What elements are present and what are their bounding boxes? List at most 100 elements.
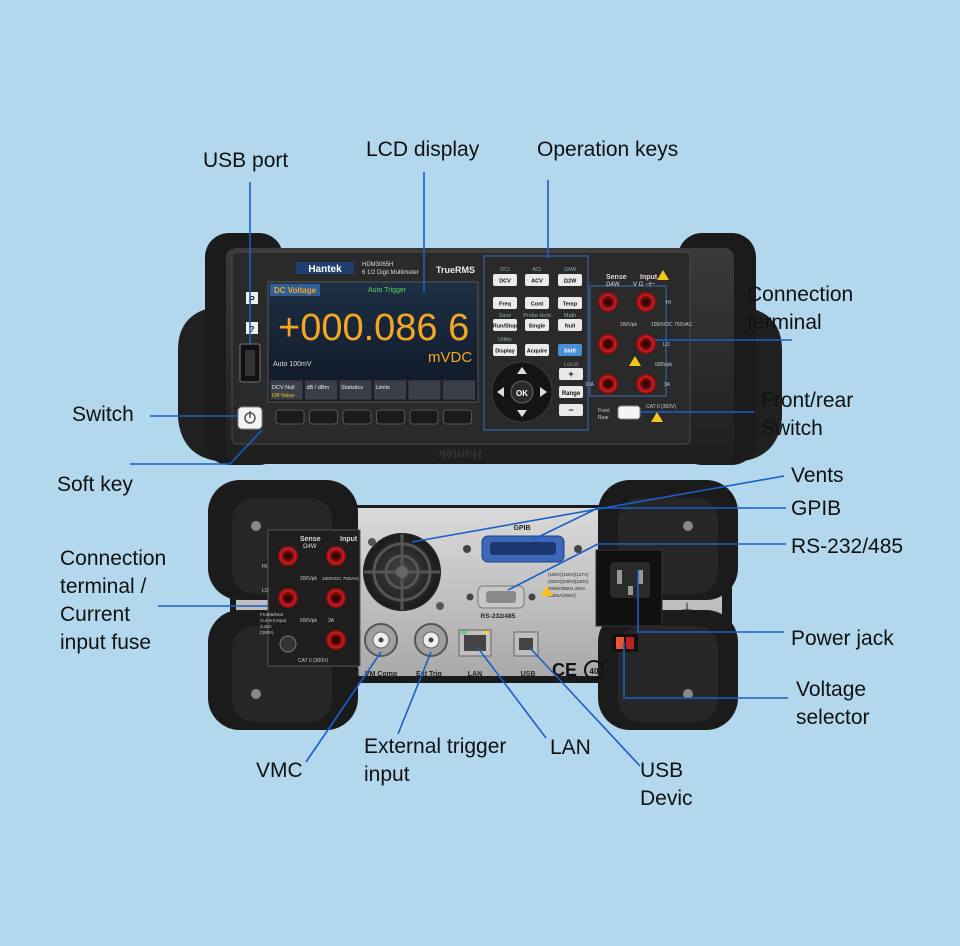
ground-icon: ⏚	[680, 601, 694, 617]
svg-text:HI: HI	[666, 300, 671, 306]
operation-key[interactable]	[493, 297, 517, 309]
minus-button[interactable]	[559, 404, 583, 416]
operation-key[interactable]	[525, 297, 549, 309]
rear-input-lo-jack[interactable]	[326, 588, 346, 608]
input-lo-jack[interactable]	[636, 334, 656, 354]
svg-text:110V: 110V	[640, 655, 652, 661]
operation-keys-panel	[483, 255, 589, 431]
sense-hi-jack[interactable]	[598, 292, 618, 312]
rear-fuse-line: Current Input	[260, 618, 287, 623]
key-header: Save	[499, 313, 512, 319]
operation-key[interactable]	[493, 344, 517, 356]
rear-fuse-holder[interactable]	[279, 635, 297, 653]
callout-ext-trigger: External trigger input	[364, 735, 507, 786]
bottom-logo: Hantek	[438, 447, 482, 462]
callout-power-jack: Power jack	[791, 627, 894, 650]
svg-text:Sense: Sense	[300, 536, 321, 543]
svg-text:CAT II (300V): CAT II (300V)	[298, 658, 328, 664]
lcd-trigger: Auto Trigger	[368, 287, 407, 294]
rear-panel-unit: Sense Ω4W Input HI LO 200Vpk 1000VDC 750…	[208, 480, 738, 730]
operation-key[interactable]	[493, 319, 517, 331]
fuse-spec-line: 50/60/400Hz 25VA	[548, 586, 585, 591]
operation-key[interactable]	[558, 274, 582, 286]
front-rear-switch[interactable]	[617, 405, 641, 420]
key-header: ACI	[532, 267, 542, 273]
input-hi-jack[interactable]	[636, 292, 656, 312]
down-arrow-icon[interactable]	[517, 410, 527, 417]
svg-text:1000VDC 750VAC: 1000VDC 750VAC	[322, 576, 360, 581]
leader-ext-trig	[397, 651, 432, 735]
svg-text:Local: Local	[564, 362, 578, 368]
operation-key[interactable]	[558, 319, 582, 331]
operation-key[interactable]	[525, 344, 549, 356]
input-10a-jack[interactable]	[598, 374, 618, 394]
operation-key[interactable]	[493, 274, 517, 286]
operation-key-label: ACV	[531, 279, 543, 285]
svg-text:LO: LO	[262, 588, 269, 594]
operation-key[interactable]	[525, 319, 549, 331]
right-arrow-icon[interactable]	[540, 387, 547, 397]
key-header: DCI	[500, 267, 510, 273]
operation-key[interactable]	[558, 297, 582, 309]
svg-text:CAT II (300V): CAT II (300V)	[646, 404, 676, 410]
range-button[interactable]	[559, 386, 583, 398]
svg-text:RS-232/485: RS-232/485	[481, 613, 516, 620]
operation-key-label: Cont	[531, 302, 544, 308]
operation-key-label: Shift	[564, 349, 576, 355]
plus-button[interactable]	[559, 368, 583, 380]
callout-switch: Switch	[72, 403, 134, 426]
operation-key-label: Null	[565, 324, 576, 330]
callout-voltage-selector: Voltage selector	[796, 678, 870, 729]
sense-lo-jack[interactable]	[598, 334, 618, 354]
rear-sense-lo-jack[interactable]	[278, 588, 298, 608]
soft-key-button[interactable]	[309, 409, 338, 425]
input-3a-jack[interactable]	[636, 374, 656, 394]
soft-key-button[interactable]	[342, 409, 372, 425]
leader-lan	[477, 647, 547, 739]
ce-mark: CE	[552, 660, 577, 680]
operation-key[interactable]	[525, 274, 549, 286]
callout-front-rear-switch: Front/rear Switch	[761, 389, 854, 440]
model-subtitle: 6 1/2 Digit Multimeter	[362, 270, 419, 276]
connection-terminal-box	[589, 285, 667, 397]
callout-leader-lines	[130, 172, 792, 767]
key-header: Math	[564, 313, 576, 319]
callout-usb-port: USB port	[203, 149, 289, 172]
rear-input-hi-jack[interactable]	[326, 546, 346, 566]
svg-text:P: P	[249, 295, 255, 304]
up-arrow-icon[interactable]	[517, 367, 527, 374]
lcd-range: Auto 100mV	[273, 361, 312, 368]
soft-key-button[interactable]	[443, 409, 472, 425]
svg-text:Front: Front	[598, 408, 610, 414]
utility-label: Utility	[498, 337, 512, 343]
operation-key[interactable]	[558, 344, 582, 356]
soft-key-button[interactable]	[376, 409, 405, 425]
ok-button[interactable]	[510, 380, 534, 404]
key-header: Probe Hold	[523, 313, 551, 319]
svg-text:Range: Range	[562, 391, 581, 397]
voltage-selector[interactable]	[612, 634, 638, 652]
callout-operation-keys: Operation keys	[537, 138, 679, 161]
svg-text:Ω4W: Ω4W	[606, 282, 620, 288]
rear-input-3a-jack[interactable]	[326, 630, 346, 650]
svg-text:200Vpk: 200Vpk	[620, 322, 637, 328]
svg-text:−: −	[568, 405, 573, 415]
svg-text:+: +	[568, 369, 573, 379]
svg-text:3A: 3A	[664, 382, 671, 388]
svg-text:HI: HI	[262, 564, 267, 570]
callout-rs232: RS-232/485	[791, 535, 904, 558]
operation-key-label: Ω2W	[564, 279, 577, 285]
soft-key-button[interactable]	[409, 409, 439, 425]
callout-rear-terminal: Connection terminal / Current input fuse	[60, 547, 167, 654]
rear-fuse-line: Front&Rear	[260, 612, 284, 617]
soft-key-button[interactable]	[275, 409, 305, 425]
operation-key-label: Freq	[499, 302, 511, 308]
svg-text:200Vpk: 200Vpk	[300, 576, 317, 582]
rear-sense-hi-jack[interactable]	[278, 546, 298, 566]
lcd-reading: +000.086 6	[278, 307, 469, 349]
callout-lan: LAN	[550, 736, 591, 759]
left-arrow-icon[interactable]	[497, 387, 504, 397]
callout-connection-terminal: Connection terminal	[747, 283, 854, 334]
